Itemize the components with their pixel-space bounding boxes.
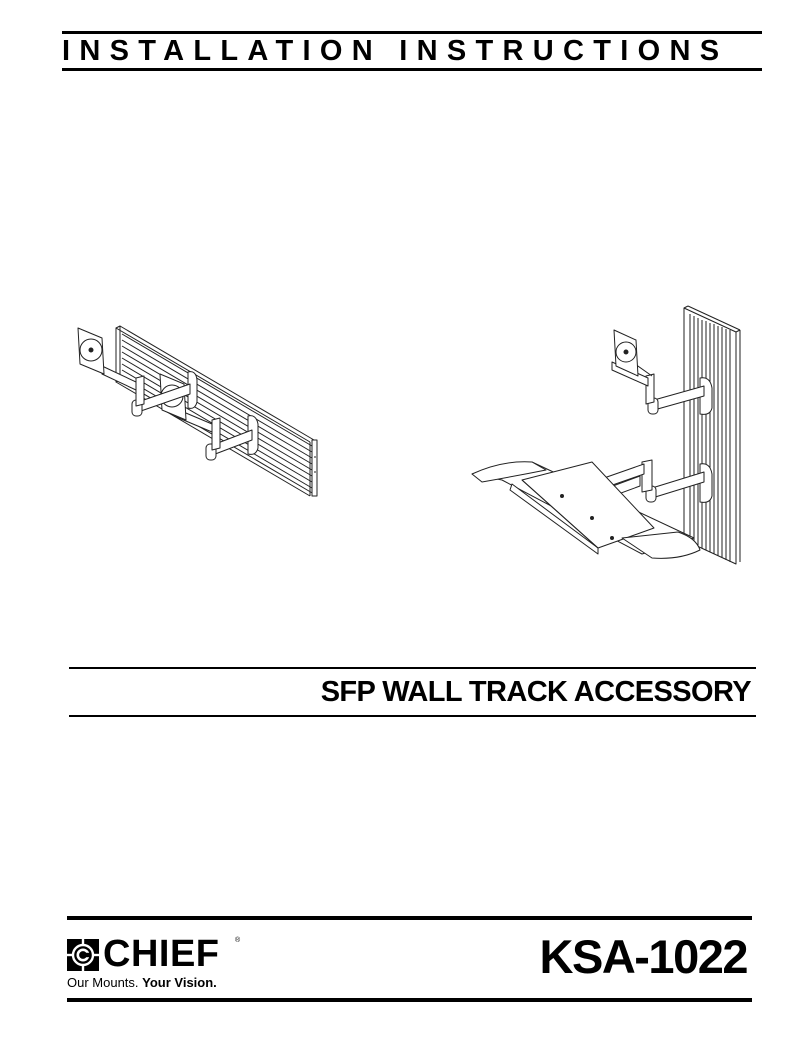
horizontal-track-illustration — [72, 312, 332, 512]
header-bottom-rule — [62, 68, 762, 71]
subtitle-bottom-rule — [69, 715, 756, 717]
footer-bottom-rule — [67, 998, 752, 1002]
brand-tagline: Our Mounts. Your Vision. — [67, 975, 217, 991]
footer-top-rule — [67, 916, 752, 920]
chief-target-logo-icon — [67, 939, 99, 971]
header-top-rule — [62, 31, 762, 34]
model-number: KSA-1022 — [539, 930, 749, 983]
brand-name: CHIEF — [103, 933, 220, 975]
registered-mark: ® — [235, 937, 241, 944]
chief-logo: CHIEF ® Our Mounts. Your Vision. — [67, 933, 247, 997]
vertical-track-illustration — [462, 302, 762, 572]
tagline-bold: Your Vision. — [142, 975, 217, 990]
subtitle-top-rule — [69, 667, 756, 669]
tagline-regular: Our Mounts. — [67, 975, 143, 990]
product-subtitle: SFP WALL TRACK ACCESSORY — [320, 676, 752, 708]
document-title: INSTALLATION INSTRUCTIONS — [62, 35, 729, 67]
